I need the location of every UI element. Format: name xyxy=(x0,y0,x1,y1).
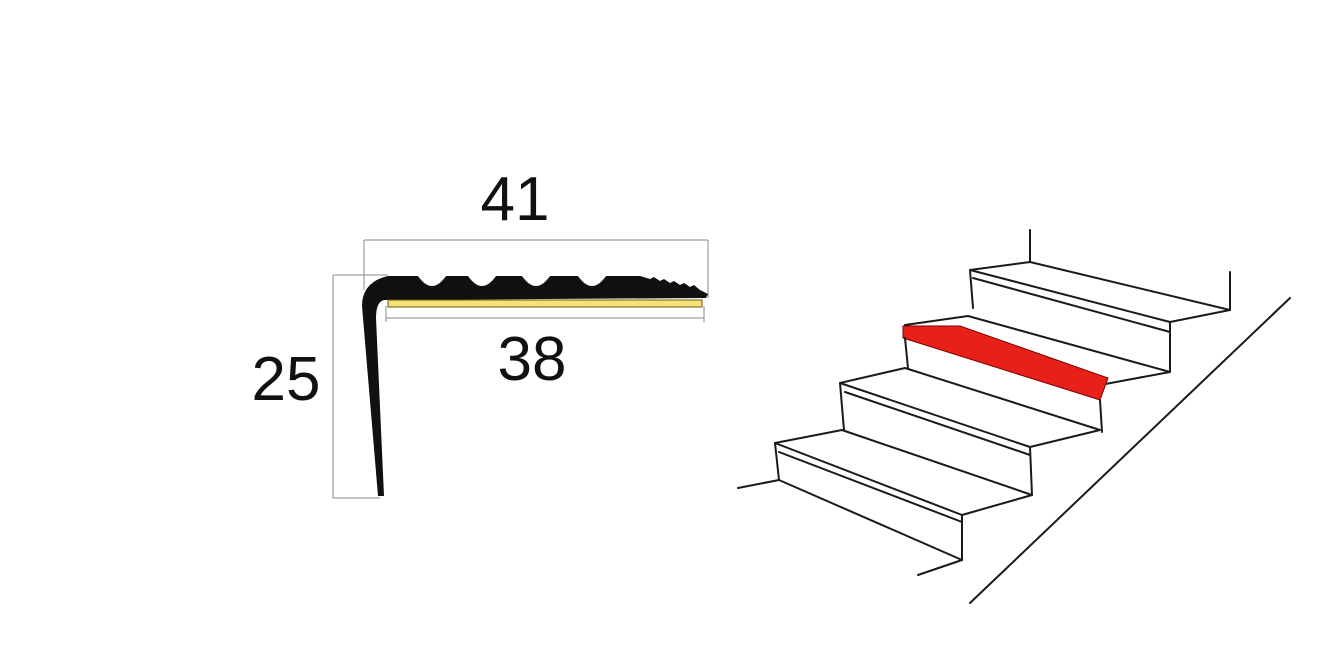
overall-width-label: 41 xyxy=(481,165,550,234)
insert-width-label: 38 xyxy=(498,325,567,394)
floor-line-bottom xyxy=(778,479,963,576)
anti-slip-insert xyxy=(387,299,703,308)
red-nosing-strip xyxy=(902,325,1109,401)
height-dimension-line xyxy=(332,274,388,499)
stringer-line xyxy=(969,297,1291,604)
height-label: 25 xyxy=(252,345,321,414)
insert-width-dimension-line xyxy=(385,306,705,322)
staircase-illustration xyxy=(737,229,1291,604)
stair-step-3 xyxy=(839,367,1101,496)
width-dimension-line xyxy=(363,239,709,298)
aluminium-profile xyxy=(362,276,708,496)
stair-step-2 xyxy=(902,315,1171,433)
stair-step-4 xyxy=(774,429,1033,561)
profile-cross-section: 41 25 38 xyxy=(252,165,709,499)
floor-line-left xyxy=(737,479,780,489)
stair-step-1 xyxy=(969,261,1231,373)
